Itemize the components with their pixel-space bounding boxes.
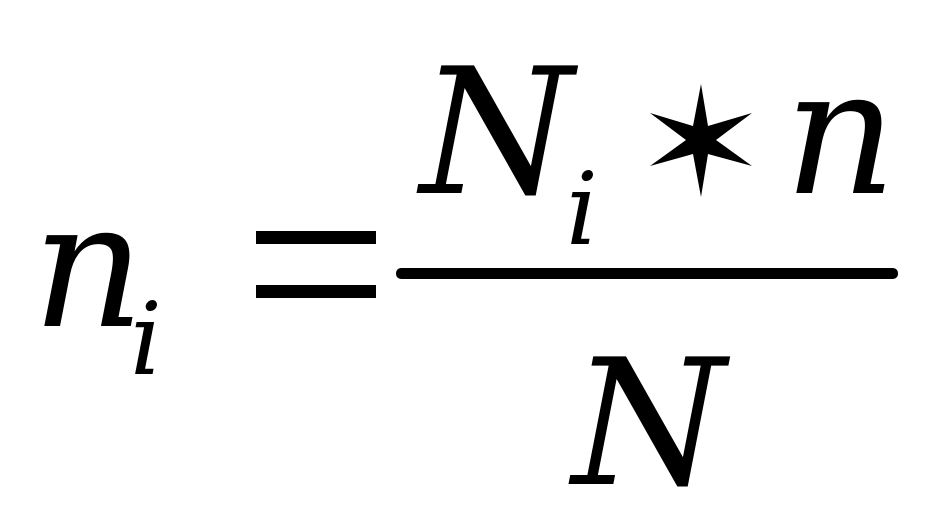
equals-sign — [256, 231, 376, 298]
fraction-bar — [396, 268, 898, 279]
denominator-variable-N: N — [568, 323, 731, 526]
star-operator-icon: ∗ — [650, 84, 752, 197]
numerator-variable-n: n — [784, 32, 897, 235]
numerator-variable-N: N — [416, 32, 579, 235]
lhs-subscript-i: i — [130, 281, 162, 398]
lhs-variable-n: n — [32, 165, 145, 368]
numerator-subscript-i: i — [566, 151, 598, 268]
